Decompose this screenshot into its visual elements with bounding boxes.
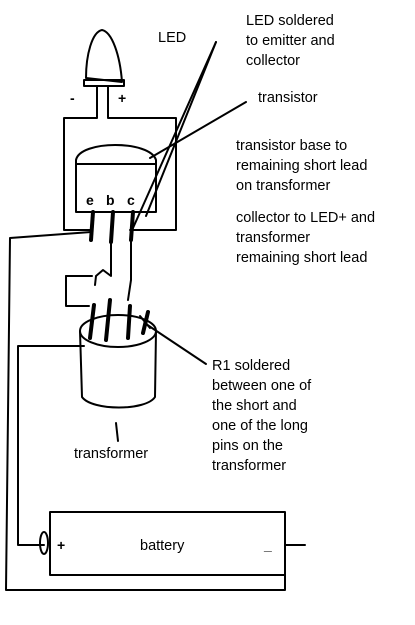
transistor-pin-b: [109, 210, 115, 244]
leader-led-soldered-2: [145, 41, 217, 217]
led-minus-label: -: [70, 90, 75, 106]
transistor-body: [75, 144, 157, 213]
battery-plus-wire: [17, 345, 85, 546]
note-led-soldered-1: LED soldered: [246, 13, 334, 29]
transformer-pin-2: [104, 298, 112, 342]
base-wire: [94, 241, 112, 286]
note-r1-3: the short and: [212, 398, 297, 414]
led-body: [85, 29, 123, 83]
collector-wire: [127, 239, 132, 301]
note-collector-1: collector to LED+ and: [236, 210, 375, 226]
leader-r1: [145, 323, 207, 365]
battery-label: battery: [140, 538, 185, 554]
note-r1-4: one of the long: [212, 418, 308, 434]
note-base-2: remaining short lead: [236, 158, 367, 174]
transistor-pin-e: [89, 210, 95, 242]
transformer-side-wire: [65, 275, 90, 307]
note-collector-2: transformer: [236, 230, 310, 246]
pin-label-c: c: [127, 192, 135, 208]
leader-led-soldered-1: [132, 41, 217, 229]
pin-label-b: b: [106, 192, 115, 208]
emitter-wire: [5, 231, 306, 591]
led-base: [83, 79, 125, 87]
led-wire-plus: [107, 109, 177, 231]
note-r1-5: pins on the: [212, 438, 283, 454]
transformer-body: [79, 330, 157, 409]
note-led-soldered-3: collector: [246, 53, 300, 69]
led-label: LED: [158, 30, 186, 46]
note-base-3: on transformer: [236, 178, 330, 194]
battery-plus-label: +: [57, 537, 65, 553]
note-r1-6: transformer: [212, 458, 286, 474]
note-led-soldered-2: to emitter and: [246, 33, 335, 49]
transformer-pin-3: [126, 304, 132, 340]
pin-label-e: e: [86, 192, 94, 208]
battery-body: [49, 511, 286, 576]
battery-minus-label: _: [263, 537, 272, 553]
led-wire-loop: [63, 109, 98, 231]
led-plus-label: +: [118, 90, 126, 106]
transistor-pin-c: [129, 210, 135, 242]
leader-r1-cross: [139, 315, 151, 329]
note-transistor: transistor: [258, 90, 318, 106]
note-base-1: transistor base to: [236, 138, 347, 154]
note-collector-3: remaining short lead: [236, 250, 367, 266]
battery-terminal: [39, 531, 49, 555]
transformer-pin-1: [88, 303, 96, 340]
leader-transistor: [149, 101, 247, 159]
transformer-label-tick: [115, 422, 119, 442]
transformer-label: transformer: [74, 446, 148, 462]
note-r1-1: R1 soldered: [212, 358, 290, 374]
note-r1-2: between one of: [212, 378, 312, 394]
